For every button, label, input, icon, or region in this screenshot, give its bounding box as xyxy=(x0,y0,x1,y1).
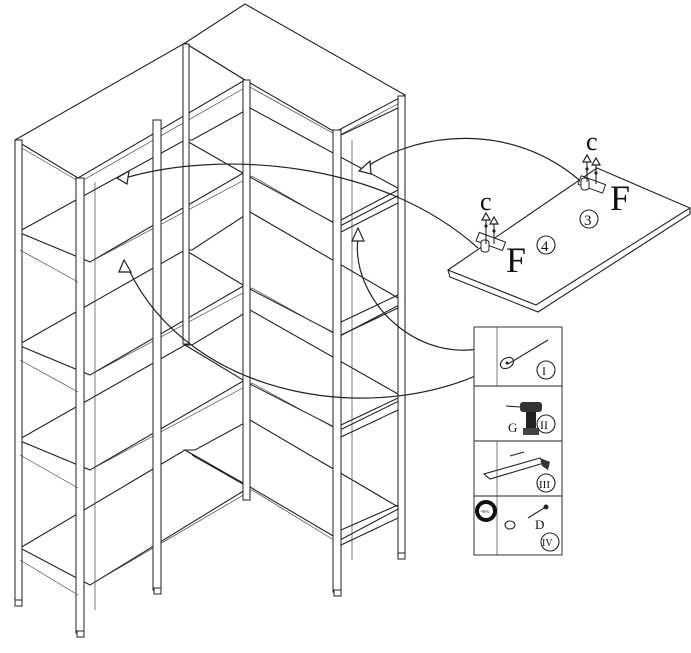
step-numeral: III xyxy=(539,479,550,491)
arrow-head-icon xyxy=(115,169,130,185)
bracket-f-left xyxy=(475,211,507,253)
step-number-4 xyxy=(536,235,556,255)
step-numeral: II xyxy=(540,418,548,432)
drill-part-label: G xyxy=(508,420,517,435)
feet xyxy=(14,552,406,638)
top-panel-right xyxy=(183,3,407,133)
bolt-part-label: D xyxy=(535,517,544,532)
step-numeral: IV xyxy=(542,538,553,549)
bracket-label-f: F xyxy=(610,178,630,218)
corner-shelf-unit xyxy=(13,3,407,638)
arrow-to-right-frame-top xyxy=(364,137,591,191)
torque-dial-icon xyxy=(475,500,497,522)
shelf-board-detail: c c F F 4 3 xyxy=(446,127,691,313)
step-number-4-text: 4 xyxy=(541,239,549,255)
tool-panel-torque: ~80% D IV xyxy=(475,500,560,552)
power-drill-icon xyxy=(505,402,542,435)
arrow-from-tools-right xyxy=(356,237,496,351)
hex-key-icon xyxy=(482,451,550,480)
arrow-to-top-left xyxy=(124,163,479,249)
side-frames xyxy=(19,107,399,596)
arrow-head-icon xyxy=(351,226,365,242)
screw-label-c: c xyxy=(586,127,598,156)
arrow-from-tools-left xyxy=(127,267,499,399)
bracket-label-f: F xyxy=(506,240,526,280)
tool-panel-drill: G II xyxy=(505,402,556,435)
screwdriver-icon xyxy=(499,339,549,370)
arrow-head-icon xyxy=(118,258,133,273)
tool-panel-hex-key: III xyxy=(482,451,556,493)
torque-note: ~80% xyxy=(480,509,490,514)
bolt-icon xyxy=(543,504,549,510)
assembly-arrows xyxy=(115,137,591,399)
step-numeral: I xyxy=(542,364,546,378)
bracket-f-right xyxy=(577,153,607,194)
step-number-3 xyxy=(579,209,599,229)
step-number-3-text: 3 xyxy=(584,213,592,229)
tool-panels: I G II III ~80% xyxy=(473,326,563,556)
screw-label-c: c xyxy=(480,187,492,216)
arrow-head-icon xyxy=(357,159,372,175)
tool-panel-screwdriver: I xyxy=(499,339,556,380)
